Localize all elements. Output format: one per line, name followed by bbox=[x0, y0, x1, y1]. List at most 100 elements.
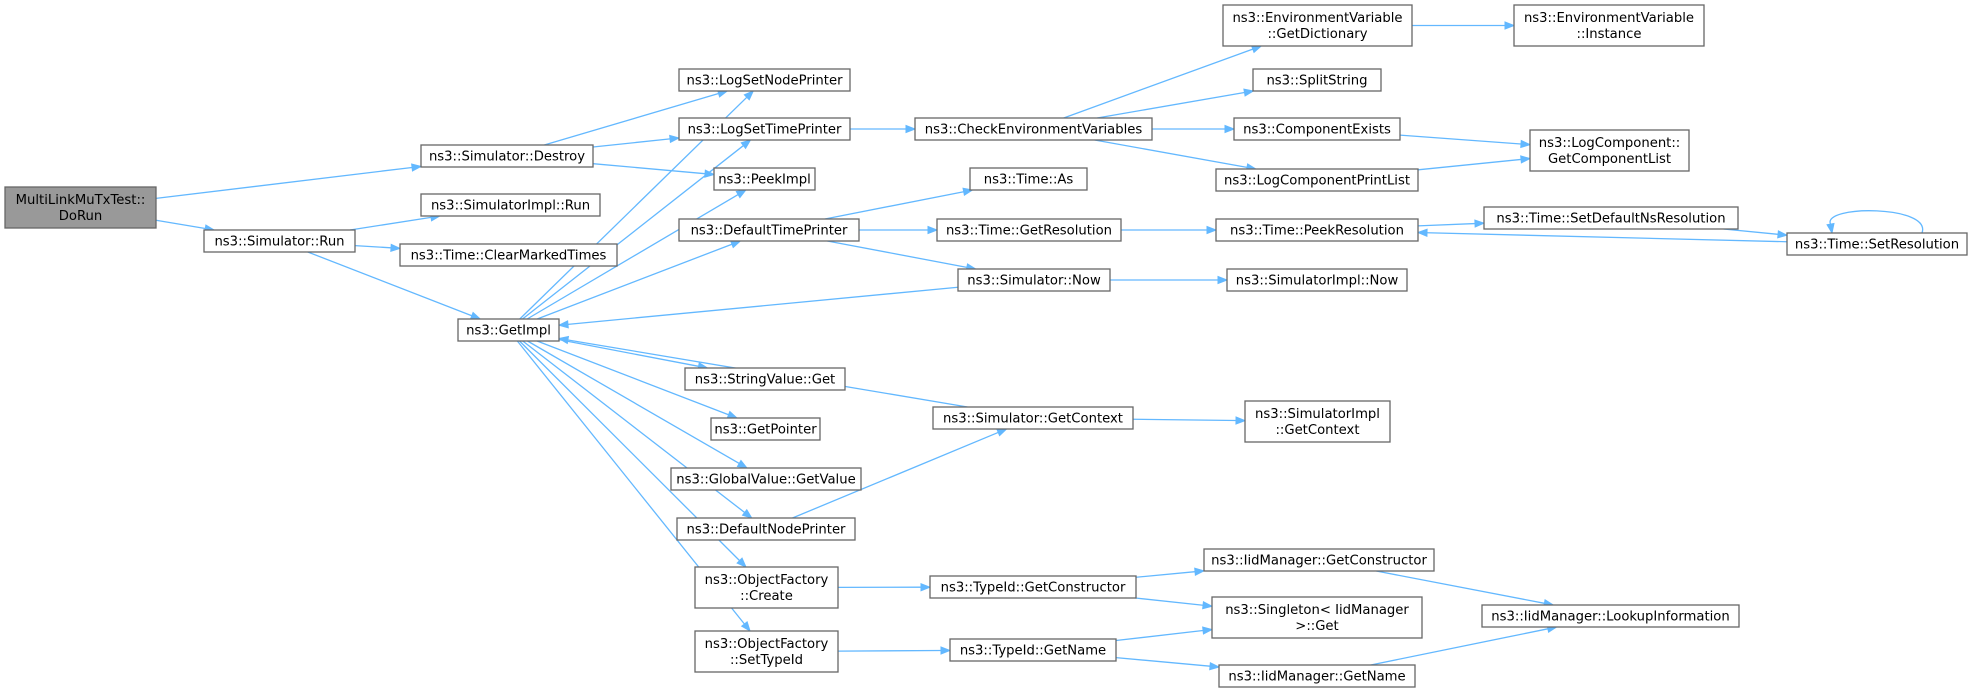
edge-simNow-to-simImplNow bbox=[1110, 275, 1229, 285]
node-ns3-simulator-destroy[interactable]: ns3::Simulator::Destroy bbox=[420, 144, 594, 168]
arrowhead-icon bbox=[1217, 275, 1229, 285]
node-label: ::Create bbox=[740, 589, 793, 604]
edge-getImpl-to-strGet bbox=[558, 339, 709, 371]
node-ns3-logsettimeprinter[interactable]: ns3::LogSetTimePrinter bbox=[678, 117, 851, 141]
node-label: ns3::Time::PeekResolution bbox=[1230, 224, 1404, 239]
node-box bbox=[678, 117, 851, 141]
edge-getImpl-to-gvGet bbox=[527, 340, 749, 469]
node-ns3-logcomponentprintlist[interactable]: ns3::LogComponentPrintList bbox=[1215, 168, 1419, 192]
node-label: ns3::TypeId::GetConstructor bbox=[941, 581, 1126, 596]
node-multilinkmutxtest-dorun[interactable]: MultiLinkMuTxTest::DoRun bbox=[4, 186, 157, 229]
edge-line bbox=[1094, 139, 1248, 169]
node-ns3-splitstring[interactable]: ns3::SplitString bbox=[1252, 68, 1382, 92]
node-label: ns3::Singleton< IidManager bbox=[1225, 603, 1409, 618]
edge-line bbox=[354, 244, 392, 249]
node-ns3-iidmanager-getname[interactable]: ns3::IidManager::GetName bbox=[1218, 664, 1416, 688]
node-box bbox=[1786, 232, 1968, 256]
edge-tidGetName-to-iidGetName bbox=[1115, 656, 1221, 671]
node-box bbox=[1483, 206, 1739, 230]
node-ns3-time-getresolution[interactable]: ns3::Time::GetResolution bbox=[936, 218, 1122, 242]
node-ns3-simulator-now[interactable]: ns3::Simulator::Now bbox=[957, 268, 1111, 292]
node-ns3-iidmanager-lookupinformation[interactable]: ns3::IidManager::LookupInformation bbox=[1481, 604, 1740, 628]
node-box bbox=[676, 517, 856, 541]
node-ns3-time-setresolution[interactable]: ns3::Time::SetResolution bbox=[1786, 232, 1968, 256]
edge-line bbox=[567, 286, 959, 325]
node-box bbox=[713, 167, 816, 191]
node-ns3-time-peekresolution[interactable]: ns3::Time::PeekResolution bbox=[1215, 218, 1419, 242]
node-label: ns3::Time::SetResolution bbox=[1795, 238, 1959, 253]
arrowhead-icon bbox=[1826, 222, 1835, 235]
node-label: ns3::PeekImpl bbox=[718, 173, 811, 188]
edge-line bbox=[536, 340, 729, 416]
node-box bbox=[203, 229, 356, 253]
node-ns3-iidmanager-getconstructor[interactable]: ns3::IidManager::GetConstructor bbox=[1203, 548, 1435, 572]
node-ns3-singleton-iidmanager-get[interactable]: ns3::Singleton< IidManager>::Get bbox=[1211, 596, 1423, 639]
edge-line bbox=[558, 339, 699, 367]
node-ns3-logcomponent-getcomponentlist[interactable]: ns3::LogComponent::GetComponentList bbox=[1529, 129, 1690, 172]
node-ns3-getimpl[interactable]: ns3::GetImpl bbox=[457, 318, 560, 342]
node-label: MultiLinkMuTxTest:: bbox=[16, 193, 146, 208]
arrowhead-icon bbox=[1416, 228, 1428, 237]
node-box bbox=[399, 243, 618, 267]
node-ns3-stringvalue-get[interactable]: ns3::StringValue::Get bbox=[684, 367, 846, 391]
node-ns3-logsetnodeprinter[interactable]: ns3::LogSetNodePrinter bbox=[678, 68, 851, 92]
node-ns3-typeid-getname[interactable]: ns3::TypeId::GetName bbox=[949, 638, 1117, 662]
edge-timeSetRes-to-timeSetRes bbox=[1826, 210, 1923, 235]
node-label: ns3::StringValue::Get bbox=[695, 373, 835, 388]
edge-simGetCtx-to-simImplGetCtx bbox=[1132, 416, 1247, 425]
arrowhead-icon bbox=[920, 582, 932, 592]
arrowhead-icon bbox=[736, 459, 749, 469]
edge-line bbox=[526, 194, 739, 320]
node-box bbox=[4, 186, 157, 229]
node-label: ns3::ObjectFactory bbox=[705, 637, 829, 652]
node-label: ns3::LogSetTimePrinter bbox=[688, 123, 842, 138]
node-ns3-time-as[interactable]: ns3::Time::As bbox=[969, 167, 1088, 191]
node-ns3-typeid-getconstructor[interactable]: ns3::TypeId::GetConstructor bbox=[929, 575, 1137, 599]
edge-timeSetRes-to-timePeekRes bbox=[1416, 228, 1788, 243]
arrowhead-icon bbox=[669, 134, 681, 144]
arrowhead-icon bbox=[743, 90, 755, 101]
edge-line bbox=[792, 431, 999, 519]
node-box bbox=[969, 167, 1088, 191]
node-ns3-objectfactory-create[interactable]: ns3::ObjectFactory::Create bbox=[694, 566, 839, 609]
node-ns3-simulator-getcontext[interactable]: ns3::Simulator::GetContext bbox=[932, 406, 1134, 430]
node-ns3-globalvalue-getvalue[interactable]: ns3::GlobalValue::GetValue bbox=[670, 467, 862, 491]
edge-line bbox=[1135, 571, 1196, 578]
node-label: ns3::SimulatorImpl bbox=[1255, 407, 1380, 422]
arrowhead-icon bbox=[736, 557, 747, 568]
node-ns3-checkenvironmentvariables[interactable]: ns3::CheckEnvironmentVariables bbox=[914, 117, 1153, 141]
node-box bbox=[1215, 218, 1419, 242]
edge-line bbox=[1829, 210, 1923, 234]
node-ns3-environmentvariable-getdictionary[interactable]: ns3::EnvironmentVariable::GetDictionary bbox=[1222, 4, 1413, 47]
node-ns3-simulatorimpl-getcontext[interactable]: ns3::SimulatorImpl::GetContext bbox=[1244, 400, 1391, 443]
node-ns3-objectfactory-settypeid[interactable]: ns3::ObjectFactory::SetTypeId bbox=[694, 630, 839, 673]
node-box bbox=[936, 218, 1122, 242]
node-label: ns3::LogComponentPrintList bbox=[1224, 174, 1410, 189]
node-label: ns3::Time::GetResolution bbox=[946, 224, 1112, 239]
node-ns3-componentexists[interactable]: ns3::ComponentExists bbox=[1233, 117, 1401, 141]
edge-line bbox=[1399, 134, 1522, 145]
arrowhead-icon bbox=[1202, 601, 1214, 610]
node-ns3-time-clearmarkedtimes[interactable]: ns3::Time::ClearMarkedTimes bbox=[399, 243, 618, 267]
node-ns3-defaulttimeprinter[interactable]: ns3::DefaultTimePrinter bbox=[678, 218, 860, 242]
node-ns3-getpointer[interactable]: ns3::GetPointer bbox=[710, 417, 821, 441]
node-label: ns3::DefaultNodePrinter bbox=[687, 523, 847, 538]
arrowhead-icon bbox=[1520, 155, 1532, 164]
node-ns3-peekimpl[interactable]: ns3::PeekImpl bbox=[713, 167, 816, 191]
node-ns3-simulatorimpl-now[interactable]: ns3::SimulatorImpl::Now bbox=[1226, 268, 1408, 292]
node-label: ns3::Time::ClearMarkedTimes bbox=[411, 249, 607, 264]
node-label: ns3::IidManager::LookupInformation bbox=[1491, 610, 1729, 625]
edge-line bbox=[1097, 91, 1245, 119]
edge-line bbox=[349, 216, 432, 231]
node-ns3-simulatorimpl-run[interactable]: ns3::SimulatorImpl::Run bbox=[420, 193, 601, 217]
node-box bbox=[684, 367, 846, 391]
node-label: ::SetTypeId bbox=[730, 653, 803, 668]
node-ns3-defaultnodeprinter[interactable]: ns3::DefaultNodePrinter bbox=[676, 517, 856, 541]
node-ns3-environmentvariable-instance[interactable]: ns3::EnvironmentVariable::Instance bbox=[1513, 4, 1705, 47]
node-ns3-time-setdefaultnsresolution[interactable]: ns3::Time::SetDefaultNsResolution bbox=[1483, 206, 1739, 230]
arrowhead-icon bbox=[996, 428, 1008, 437]
node-ns3-simulator-run[interactable]: ns3::Simulator::Run bbox=[203, 229, 356, 253]
node-box bbox=[710, 417, 821, 441]
node-label: ns3::Simulator::GetContext bbox=[943, 412, 1123, 427]
